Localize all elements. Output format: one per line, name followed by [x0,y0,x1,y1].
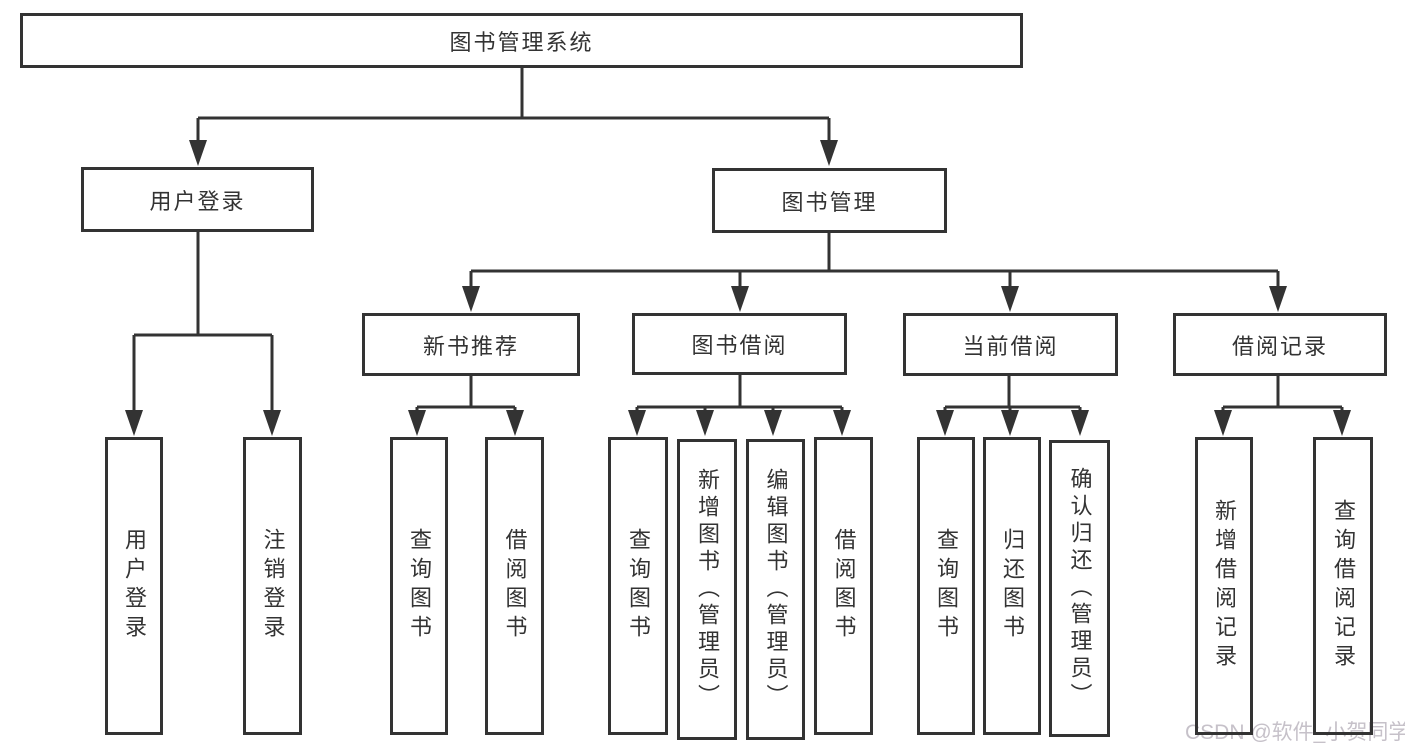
arrowhead-icon [731,286,749,312]
leaf-borrow-books-recommend: 借阅图书 [485,437,544,735]
arrowhead-icon [263,410,281,436]
leaf-borrow-books-borrowing: 借阅图书 [814,437,873,735]
arrowhead-icon [1269,286,1287,312]
arrowhead-icon [936,410,954,436]
node-current-borrowing: 当前借阅 [903,313,1118,376]
arrowhead-icon [1333,410,1351,436]
csdn-watermark: CSDN @软件_小贺同学 [1185,721,1405,744]
leaf-return-books: 归还图书 [983,437,1041,735]
arrowhead-icon [462,286,480,312]
arrowhead-icon [189,140,207,166]
arrowhead-icon [820,140,838,166]
arrowhead-icon [506,410,524,436]
arrowhead-icon [1001,286,1019,312]
leaf-add-book-admin: 新增图书（管理员） [677,439,737,740]
leaf-query-borrow-record: 查询借阅记录 [1313,437,1373,735]
leaf-user-login: 用户登录 [105,437,163,735]
leaf-query-books-borrowing: 查询图书 [608,437,668,735]
leaf-query-books-recommend: 查询图书 [390,437,448,735]
node-user-login: 用户登录 [81,167,314,232]
arrowhead-icon [125,410,143,436]
node-book-borrowing: 图书借阅 [632,313,847,375]
arrowhead-icon [1214,410,1232,436]
arrowhead-icon [833,410,851,436]
arrowhead-icon [408,410,426,436]
node-book-management: 图书管理 [712,168,947,233]
arrowhead-icon [764,410,782,436]
leaf-edit-book-admin: 编辑图书（管理员） [746,439,805,740]
leaf-logout: 注销登录 [243,437,302,735]
arrowhead-icon [1071,410,1089,436]
leaf-confirm-return-admin: 确认归还（管理员） [1049,440,1110,737]
node-borrowing-records: 借阅记录 [1173,313,1387,376]
arrowhead-icon [628,410,646,436]
leaf-add-borrow-record: 新增借阅记录 [1195,437,1253,735]
arrowhead-icon [696,410,714,436]
node-new-book-recommend: 新书推荐 [362,313,580,376]
node-library-management-system: 图书管理系统 [20,13,1023,68]
arrowhead-icon [1001,410,1019,436]
leaf-query-books-current: 查询图书 [917,437,975,735]
